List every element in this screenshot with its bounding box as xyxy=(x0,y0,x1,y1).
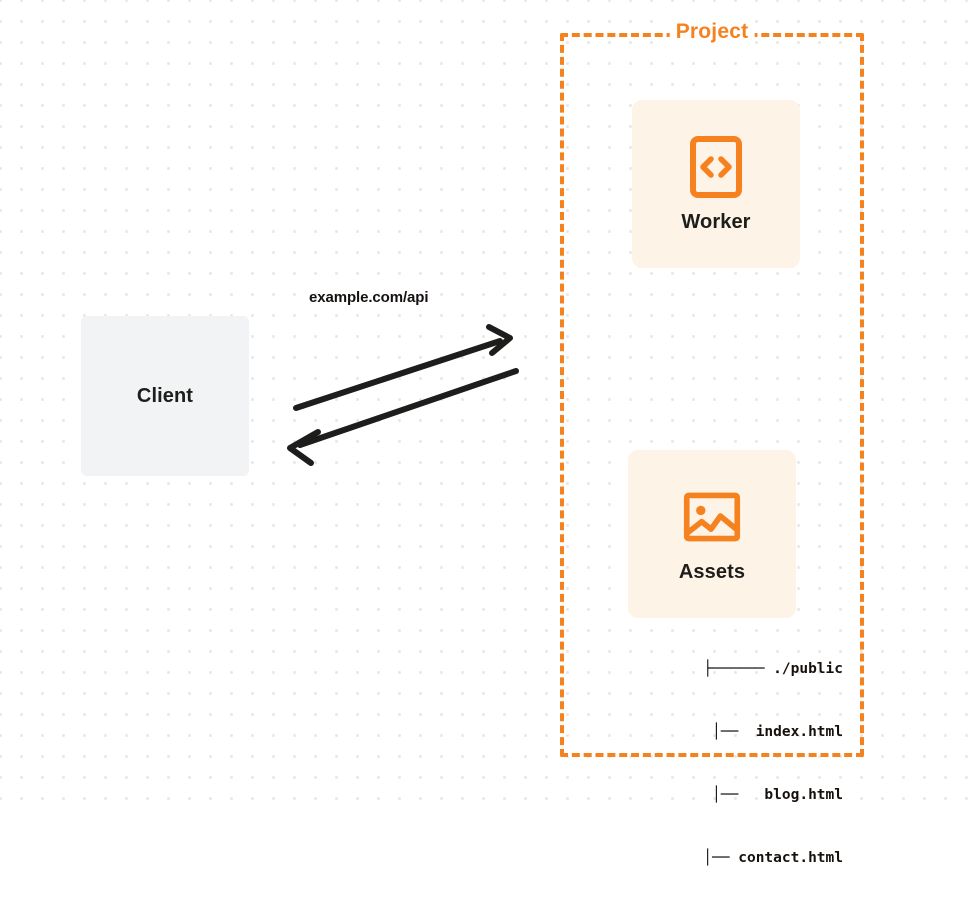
assets-node[interactable]: Assets xyxy=(628,450,796,618)
project-title: Project xyxy=(669,19,755,45)
file-tree-row: │── index.html xyxy=(677,724,843,740)
worker-label: Worker xyxy=(681,210,751,233)
connection-label: example.com/api xyxy=(309,289,429,306)
client-label: Client xyxy=(136,384,194,407)
response-arrow xyxy=(287,368,519,466)
request-arrow xyxy=(293,324,513,411)
project-group[interactable]: Project Worker Assets xyxy=(560,19,864,866)
file-tree-row: │── blog.html xyxy=(677,787,843,803)
file-tree-row: ├────── ./public xyxy=(703,661,843,677)
worker-node[interactable]: Worker xyxy=(632,100,800,268)
file-tree-row: │── contact.html xyxy=(668,850,843,866)
client-node[interactable]: Client xyxy=(81,316,249,476)
assets-label: Assets xyxy=(678,560,746,583)
image-icon xyxy=(683,485,741,549)
code-brackets-icon xyxy=(687,135,745,199)
diagram-canvas: Client example.com/api Project xyxy=(0,0,980,866)
assets-file-tree: ├────── ./public │── index.html │── blog… xyxy=(598,617,843,911)
